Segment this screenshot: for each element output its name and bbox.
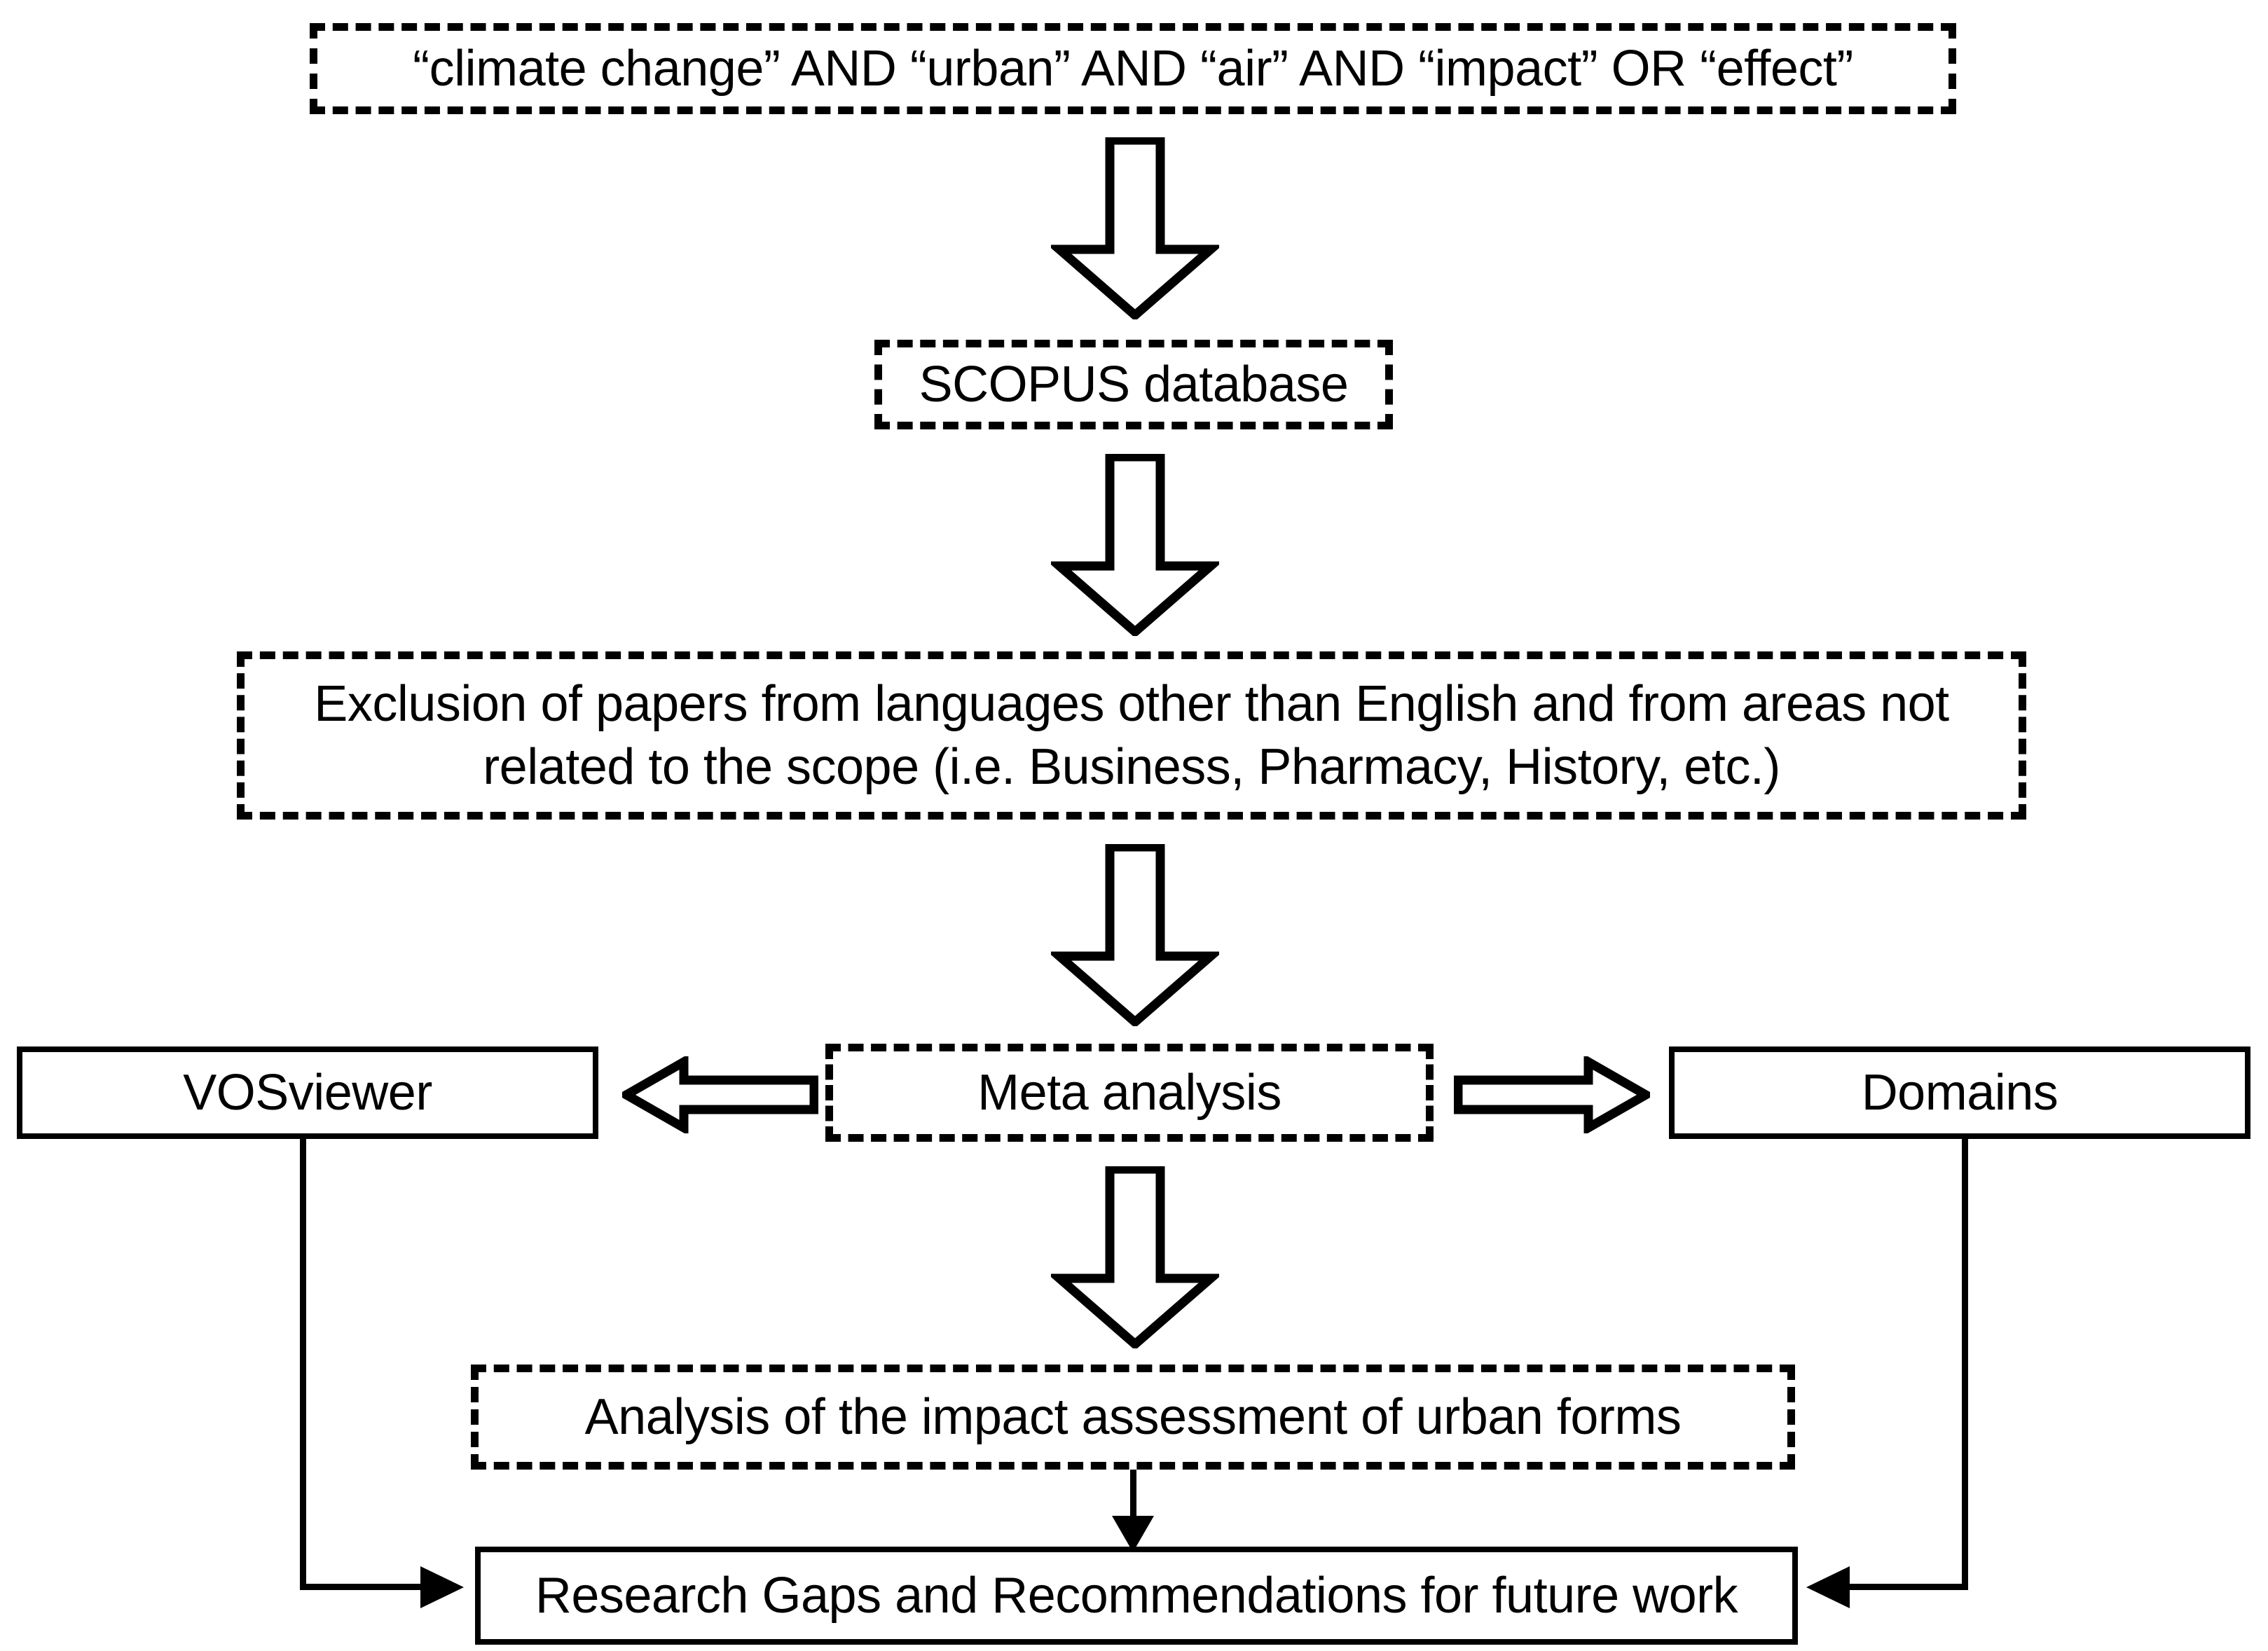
node-search-query: “climate change” AND “urban” AND “air” A… bbox=[310, 23, 1956, 114]
node-exclusion-criteria-label: Exclusion of papers from languages other… bbox=[314, 676, 1949, 795]
node-research-gaps: Research Gaps and Recommendations for fu… bbox=[475, 1547, 1798, 1645]
arrowhead-right-vosviewer-to-gaps-icon bbox=[420, 1566, 464, 1608]
arrow-down-query-to-scopus-icon bbox=[1051, 137, 1219, 319]
arrow-down-exclusion-to-meta-icon bbox=[1051, 844, 1219, 1026]
arrow-left-meta-to-vosviewer-icon bbox=[622, 1056, 818, 1133]
node-domains-label: Domains bbox=[1861, 1065, 2059, 1121]
node-meta-analysis-label: Meta analysis bbox=[977, 1065, 1281, 1121]
node-impact-analysis-label: Analysis of the impact assessment of urb… bbox=[584, 1389, 1682, 1445]
node-research-gaps-label: Research Gaps and Recommendations for fu… bbox=[535, 1568, 1738, 1624]
node-search-query-label: “climate change” AND “urban” AND “air” A… bbox=[413, 41, 1853, 97]
node-scopus-database-label: SCOPUS database bbox=[919, 357, 1349, 413]
node-domains: Domains bbox=[1669, 1046, 2250, 1139]
arrowhead-down-impact-to-gaps-icon bbox=[1112, 1516, 1154, 1552]
connector-domains-vertical bbox=[1962, 1139, 1968, 1590]
node-exclusion-criteria: Exclusion of papers from languages other… bbox=[237, 651, 2026, 820]
connector-vosviewer-horizontal bbox=[300, 1584, 433, 1590]
arrow-right-meta-to-domains-icon bbox=[1454, 1056, 1650, 1133]
arrow-down-meta-to-impact-icon bbox=[1051, 1166, 1219, 1348]
node-impact-analysis: Analysis of the impact assessment of urb… bbox=[471, 1365, 1795, 1470]
connector-vosviewer-vertical bbox=[300, 1139, 306, 1590]
arrowhead-left-domains-to-gaps-icon bbox=[1806, 1566, 1850, 1608]
arrow-down-scopus-to-exclusion-icon bbox=[1051, 454, 1219, 636]
node-scopus-database: SCOPUS database bbox=[874, 340, 1393, 429]
connector-impact-vertical bbox=[1130, 1470, 1136, 1531]
node-meta-analysis: Meta analysis bbox=[825, 1044, 1434, 1142]
node-vosviewer-label: VOSviewer bbox=[183, 1065, 432, 1121]
node-vosviewer: VOSviewer bbox=[17, 1046, 598, 1139]
connector-domains-horizontal bbox=[1841, 1584, 1968, 1590]
